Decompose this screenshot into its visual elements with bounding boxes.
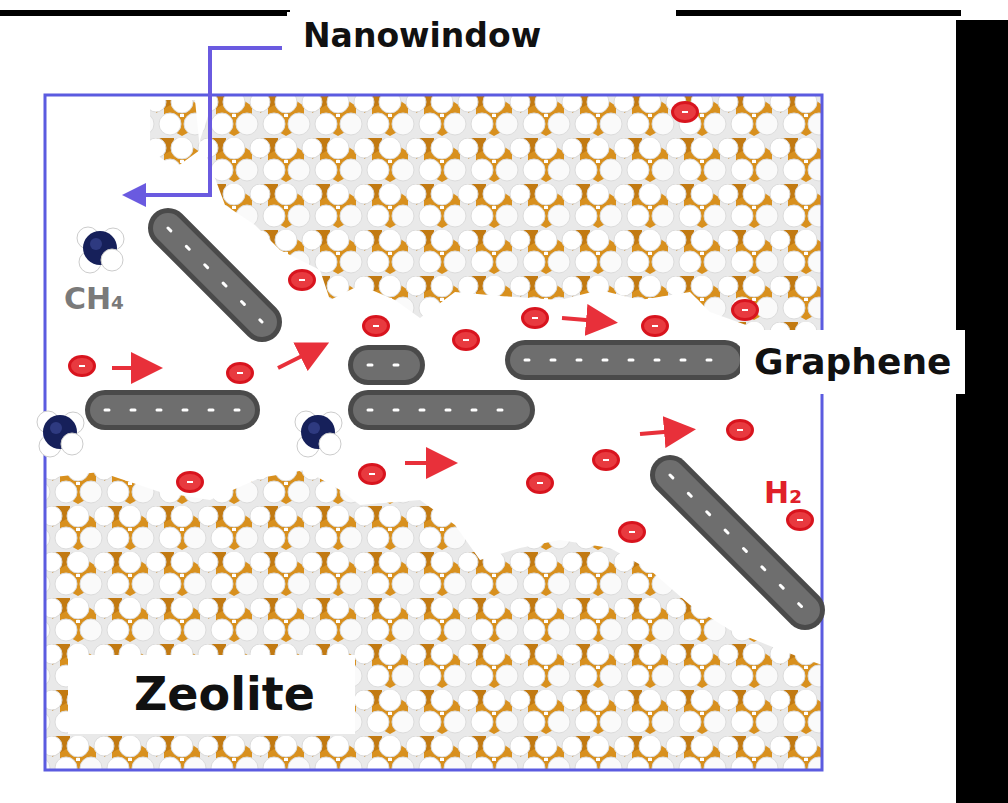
molecule-label-box: CH₄ [64,282,124,315]
material-label: Zeolite [134,667,315,721]
pointer-label-box: Nanowindow [287,12,557,60]
material-label-box: Zeolite [68,655,355,734]
pointer-label: Nanowindow [303,16,541,55]
molecule-label-box: H₂ [764,476,802,509]
molecule-label: CH₄ [64,281,124,316]
material-label-box: Graphene [740,330,965,394]
material-label: Graphene [754,341,951,382]
molecule-label: H₂ [764,475,802,510]
